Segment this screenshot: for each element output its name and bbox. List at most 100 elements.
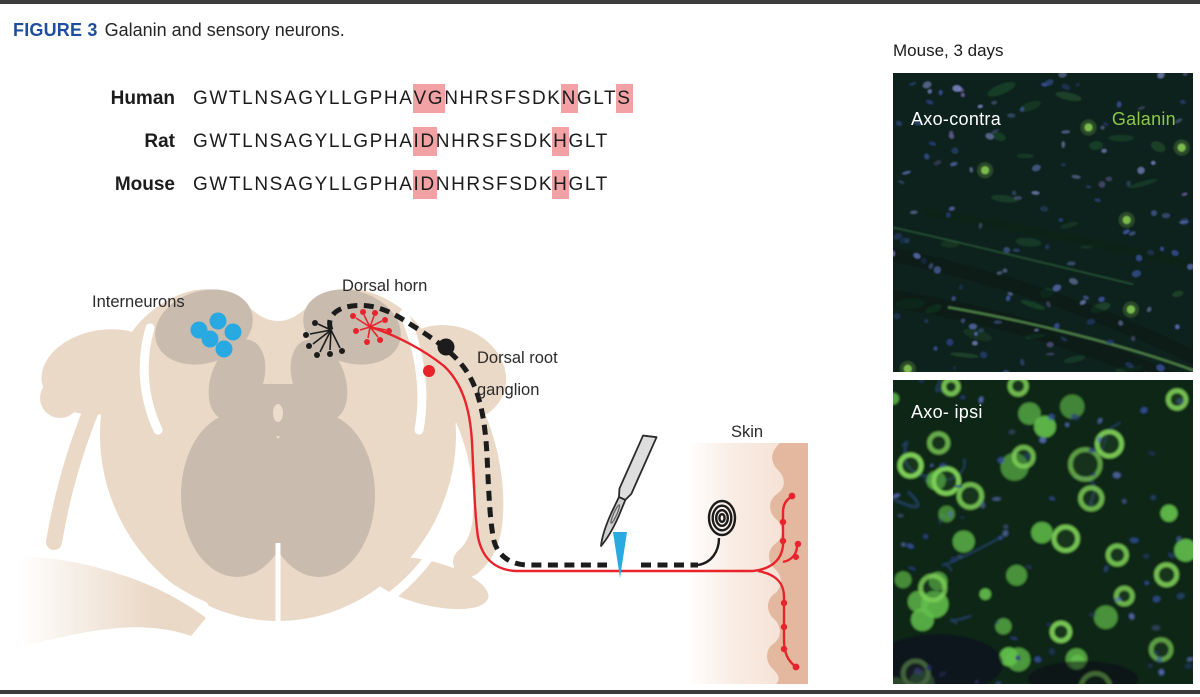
residue: G bbox=[576, 88, 594, 109]
residue: H bbox=[451, 131, 467, 152]
residue: A bbox=[399, 174, 414, 195]
residue: A bbox=[283, 174, 299, 195]
panel-label: Axo- ipsi bbox=[911, 402, 983, 422]
residue: H bbox=[451, 174, 467, 195]
sequence: GWTLNSAGYLLGPHAVGNHRSFSDKNGLTS bbox=[193, 84, 633, 113]
top-rule bbox=[0, 0, 1200, 4]
red-axon bbox=[350, 309, 802, 671]
species-label: Human bbox=[110, 88, 175, 109]
skin-label: Skin bbox=[731, 423, 763, 441]
residue: W bbox=[209, 174, 229, 195]
dorsal-horn-label: Dorsal horn bbox=[342, 277, 427, 295]
residue: S bbox=[481, 131, 496, 152]
residue: H bbox=[459, 88, 475, 109]
tactile-corpuscle-icon bbox=[707, 499, 737, 537]
residue: G bbox=[568, 174, 585, 195]
interneurons-label: Interneurons bbox=[92, 293, 185, 311]
residue: T bbox=[228, 174, 243, 195]
residue-highlighted: V bbox=[412, 84, 429, 113]
panel-label: Axo-contra bbox=[911, 109, 1002, 129]
galanin-stain-label: Galanin bbox=[1111, 109, 1176, 129]
residue: G bbox=[193, 88, 210, 109]
residue: W bbox=[209, 131, 229, 152]
epidermis-band bbox=[767, 443, 808, 684]
species-label: Mouse bbox=[114, 174, 175, 195]
residue: S bbox=[269, 174, 284, 195]
residue: T bbox=[595, 131, 609, 152]
residue: Y bbox=[314, 131, 329, 152]
residue: A bbox=[399, 88, 414, 109]
residue: L bbox=[242, 131, 255, 152]
residue: G bbox=[353, 131, 370, 152]
residue: T bbox=[595, 174, 609, 195]
sensory-neuron-diagram: Interneurons Dorsal horn Dorsal root gan… bbox=[18, 277, 808, 684]
micrograph-axo-contra: Axo-contra Galanin bbox=[893, 73, 1193, 372]
residue-highlighted: H bbox=[552, 170, 570, 199]
residue-highlighted: G bbox=[426, 84, 446, 113]
residue: G bbox=[298, 88, 315, 109]
residue: N bbox=[254, 131, 270, 152]
residue: F bbox=[496, 174, 510, 195]
black-boutons bbox=[303, 320, 455, 358]
sequence: GWTLNSAGYLLGPHAIDNHRSFSDKHGLT bbox=[193, 127, 609, 156]
micrograph-header: Mouse, 3 days bbox=[893, 41, 1004, 60]
residue: N bbox=[435, 174, 452, 195]
corpuscle-stalk bbox=[697, 537, 721, 567]
residue: L bbox=[593, 88, 605, 109]
residue: A bbox=[283, 131, 299, 152]
residue: D bbox=[523, 131, 539, 152]
residue: S bbox=[517, 88, 532, 109]
residue-highlighted: S bbox=[616, 84, 633, 113]
sequence: GWTLNSAGYLLGPHAIDNHRSFSDKHGLT bbox=[193, 170, 609, 199]
residue: G bbox=[568, 131, 585, 152]
residue-highlighted: D bbox=[419, 170, 437, 199]
residue: S bbox=[490, 88, 505, 109]
residue: F bbox=[504, 88, 518, 109]
residue: G bbox=[298, 174, 315, 195]
residue-highlighted: N bbox=[560, 84, 578, 113]
residue: K bbox=[538, 174, 554, 195]
micrograph-texture-1 bbox=[893, 73, 1193, 372]
residue: K bbox=[538, 131, 554, 152]
residue: K bbox=[547, 88, 562, 109]
residue: L bbox=[328, 88, 342, 109]
residue-highlighted: I bbox=[412, 170, 422, 199]
residue: D bbox=[523, 174, 539, 195]
residue: T bbox=[604, 88, 618, 109]
residue: H bbox=[383, 174, 400, 195]
residue: L bbox=[341, 174, 354, 195]
residue: N bbox=[254, 174, 270, 195]
residue: S bbox=[269, 88, 284, 109]
residue: L bbox=[242, 88, 255, 109]
species-label: Rat bbox=[144, 131, 175, 152]
micrograph-axo-ipsi: Axo- ipsi bbox=[893, 380, 1193, 684]
bottom-rule bbox=[0, 690, 1200, 694]
residue: L bbox=[242, 174, 255, 195]
figure-caption: Galanin and sensory neurons. bbox=[104, 20, 345, 40]
residue: P bbox=[369, 88, 384, 109]
micrograph-texture-2 bbox=[893, 380, 1193, 684]
residue-highlighted: H bbox=[552, 127, 570, 156]
residue: F bbox=[496, 131, 510, 152]
black-axon bbox=[303, 302, 737, 568]
residue: L bbox=[584, 131, 596, 152]
residue: N bbox=[444, 88, 460, 109]
residue: A bbox=[283, 88, 299, 109]
residue: S bbox=[509, 131, 524, 152]
interneuron-dots bbox=[190, 312, 242, 358]
residue: H bbox=[383, 88, 400, 109]
residue: R bbox=[474, 88, 491, 109]
residue: N bbox=[435, 131, 452, 152]
residue: T bbox=[228, 88, 243, 109]
residue: H bbox=[383, 131, 400, 152]
residue: G bbox=[193, 131, 210, 152]
black-terminal-arbor bbox=[309, 323, 341, 353]
residue: G bbox=[298, 131, 315, 152]
residue: T bbox=[228, 131, 243, 152]
residue: R bbox=[466, 174, 482, 195]
